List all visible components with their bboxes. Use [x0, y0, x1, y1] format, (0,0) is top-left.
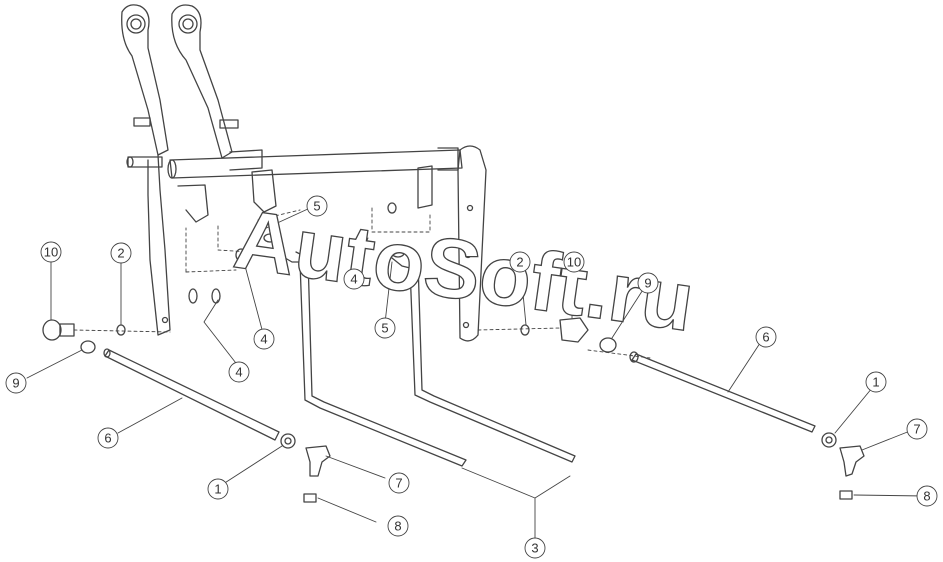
- callout-label: 1: [214, 482, 221, 497]
- brackets: [177, 165, 433, 223]
- callout-label: 2: [516, 255, 523, 270]
- callout-c6b: 6: [755, 326, 777, 348]
- callout-c1b: 1: [865, 371, 887, 393]
- callout-c8b: 8: [916, 485, 938, 507]
- callout-c9b: 9: [637, 272, 659, 294]
- callout-circle: [97, 427, 119, 449]
- callout-label: 1: [872, 375, 879, 390]
- callout-c9a: 9: [5, 372, 27, 394]
- callout-circle: [755, 326, 777, 348]
- rod-right: [629, 351, 816, 433]
- callout-circle: [509, 251, 531, 273]
- rod-left: [103, 348, 280, 441]
- leader-lines: [26, 207, 926, 541]
- watermark-logo: AutoSoft.ru: [229, 191, 699, 348]
- callout-circle: [637, 272, 659, 294]
- callout-circle: [865, 371, 887, 393]
- callout-label: 9: [12, 376, 19, 391]
- callout-c10a: 10: [40, 241, 62, 263]
- callout-label: 5: [313, 199, 320, 214]
- callout-label: 6: [762, 330, 769, 345]
- callout-c4b: 4: [228, 361, 250, 383]
- callout-c10b: 10: [563, 251, 585, 273]
- assembly-lines: [73, 207, 651, 359]
- callouts: 10 2 9 6 1 7 8 3 4 4 4 5 5 2 10 9 6 1 7 8: [5, 195, 938, 559]
- callout-c1a: 1: [207, 478, 229, 500]
- right-arm: [457, 145, 487, 342]
- left-arm-1: [121, 4, 171, 336]
- callout-c2a: 2: [110, 242, 132, 264]
- callout-circle: [524, 537, 546, 559]
- callout-label: 3: [531, 541, 538, 556]
- callout-label: 4: [350, 272, 357, 287]
- callout-c6a: 6: [97, 427, 119, 449]
- callout-label: 4: [260, 332, 267, 347]
- callout-c2b: 2: [509, 251, 531, 273]
- callout-label: 10: [567, 255, 581, 270]
- callout-circle: [5, 372, 27, 394]
- callout-label: 7: [395, 476, 402, 491]
- drawing: [26, 4, 926, 541]
- callout-circle: [374, 317, 396, 339]
- callout-c7a: 7: [388, 472, 410, 494]
- callout-label: 4: [235, 365, 242, 380]
- callout-c5b: 5: [374, 317, 396, 339]
- callout-label: 8: [923, 489, 930, 504]
- callout-circle: [916, 485, 938, 507]
- left-arm-2: [171, 4, 233, 159]
- callout-circle: [906, 418, 928, 440]
- callout-c4a: 4: [253, 328, 275, 350]
- lever-rods: [279, 251, 576, 467]
- callout-c3: 3: [524, 537, 546, 559]
- callout-c4c: 4: [343, 268, 365, 290]
- callout-label: 8: [394, 519, 401, 534]
- callout-circle: [306, 195, 328, 217]
- callout-label: 7: [913, 422, 920, 437]
- callout-c7b: 7: [906, 418, 928, 440]
- callout-circle: [207, 478, 229, 500]
- callout-circle: [253, 328, 275, 350]
- callout-label: 9: [644, 276, 651, 291]
- callout-circle: [563, 251, 585, 273]
- callout-c5a: 5: [306, 195, 328, 217]
- callout-circle: [343, 268, 365, 290]
- callout-c8a: 8: [387, 515, 409, 537]
- callout-circle: [40, 241, 62, 263]
- callout-label: 5: [381, 321, 388, 336]
- callout-circle: [110, 242, 132, 264]
- callout-circle: [387, 515, 409, 537]
- main-shaft: [167, 147, 463, 179]
- callout-label: 10: [44, 245, 58, 260]
- callout-circle: [228, 361, 250, 383]
- callout-circle: [388, 472, 410, 494]
- pins: [126, 117, 239, 168]
- callout-label: 2: [117, 246, 124, 261]
- callout-label: 6: [104, 431, 111, 446]
